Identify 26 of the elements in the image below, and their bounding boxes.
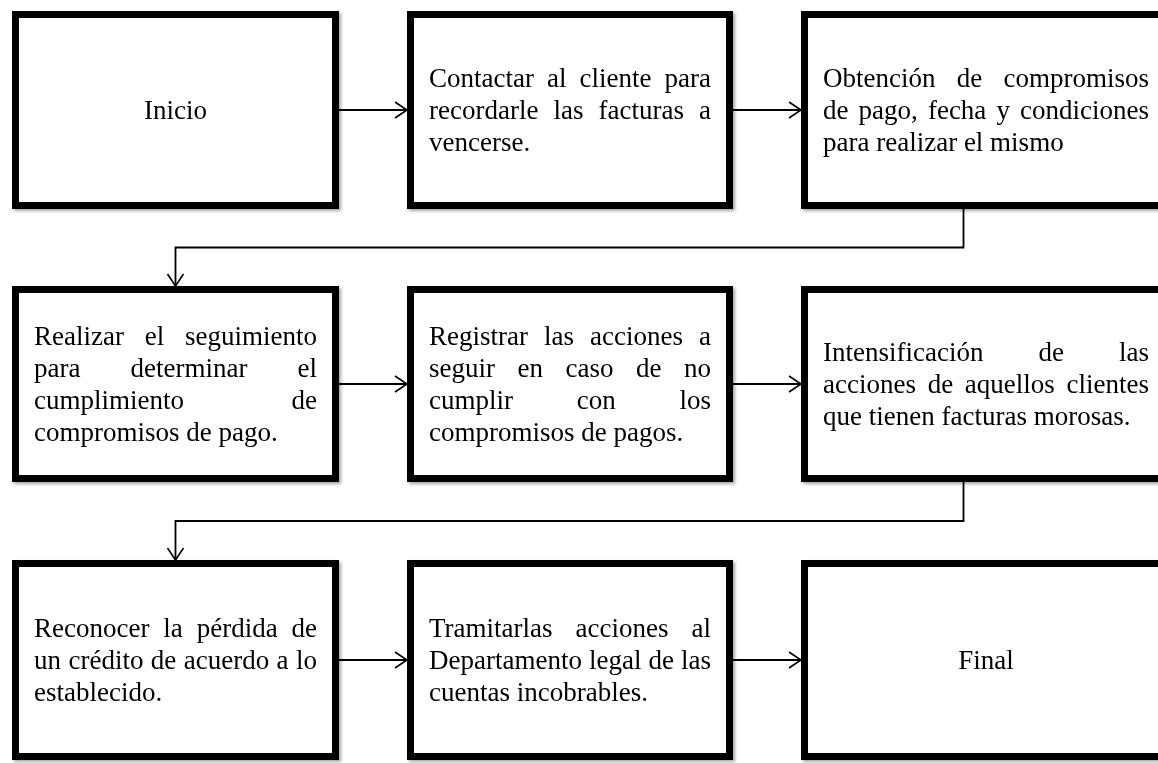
process-box	[801, 11, 1158, 209]
box-text: Contactar al cliente para recordarle las facturas a vencerse.	[429, 62, 711, 158]
box-text: Registrar las acciones a seguir en caso de no cumplir con los compromisos de pagos.	[429, 320, 711, 448]
box-text: Obtención de compromisos de pago, fecha y condiciones para realizar el mismo	[823, 62, 1149, 158]
box-text: Realizar el seguimiento para determinar el cumplimiento de compromisos de pago.	[34, 320, 317, 448]
arrow	[732, 651, 802, 669]
arrow	[732, 101, 802, 119]
arrow	[338, 651, 408, 669]
box-text: Final	[958, 644, 1014, 676]
arrow	[338, 101, 408, 119]
box-text: Tramitarlas acciones al Departamento legal de las cuentas incobrables.	[429, 612, 711, 708]
box-text: Reconocer la pérdida de un crédito de acuerdo a lo establecido.	[34, 612, 317, 708]
process-box	[801, 560, 1158, 760]
process-box	[12, 560, 339, 760]
process-box	[12, 286, 339, 482]
process-box	[407, 286, 733, 482]
arrow	[166, 208, 965, 287]
box-text: Intensificación de las acciones de aquellos clientes que tienen facturas morosas.	[823, 336, 1149, 432]
process-box	[407, 11, 733, 209]
process-box	[12, 11, 339, 209]
box-text: Inicio	[144, 94, 207, 126]
arrow	[338, 375, 408, 393]
process-box	[407, 560, 733, 760]
process-box	[801, 286, 1158, 482]
arrow	[732, 375, 802, 393]
arrow	[166, 481, 965, 561]
